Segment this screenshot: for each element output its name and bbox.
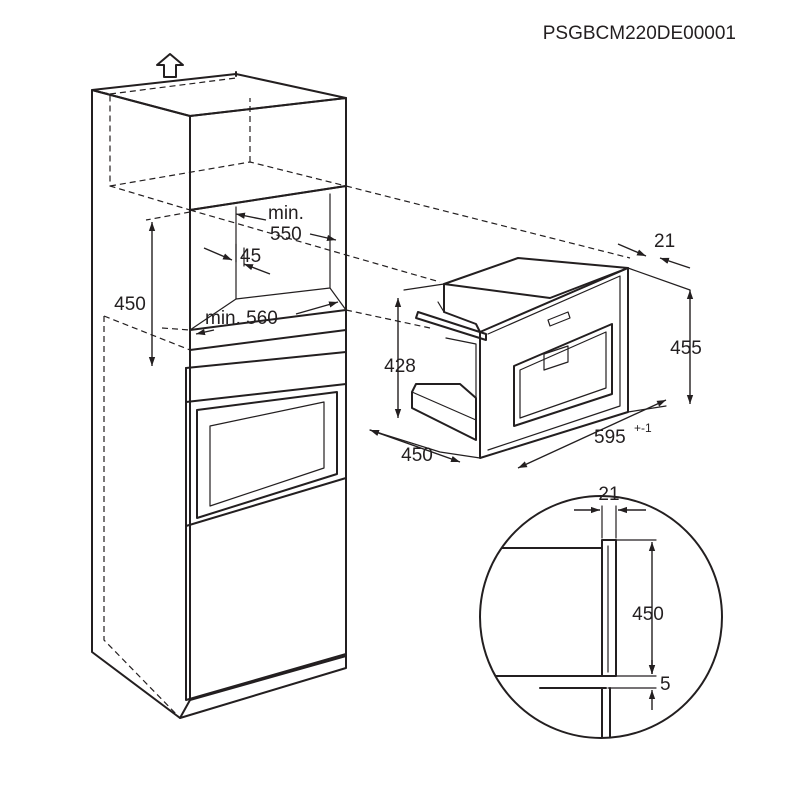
dim-line-595 bbox=[517, 399, 667, 469]
dim-detail-frame-depth: 21 bbox=[598, 484, 619, 505]
dim-line-550-left bbox=[235, 212, 267, 221]
dim-line-45-right bbox=[243, 263, 271, 275]
dim-niche-width-min: min. bbox=[268, 203, 304, 224]
dim-side-offset: 45 bbox=[240, 246, 261, 267]
dim-line-550-right bbox=[309, 233, 337, 242]
dim-appliance-width: 595 bbox=[594, 427, 626, 448]
dim-line-450-depth bbox=[369, 429, 461, 463]
dim-appliance-depth: 450 bbox=[401, 445, 433, 466]
dim-detail-gap: 5 bbox=[660, 674, 671, 695]
dim-line-21-top-right bbox=[659, 257, 691, 269]
dim-line-45-left bbox=[203, 247, 233, 261]
drawing-code: PSGBCM220DE00001 bbox=[543, 23, 736, 44]
tall-cabinet bbox=[91, 71, 631, 719]
up-arrow-icon bbox=[156, 53, 184, 78]
dim-appliance-body-height: 428 bbox=[384, 356, 416, 377]
dim-line-21-top-left bbox=[617, 243, 647, 257]
dim-line-560-right bbox=[295, 301, 339, 315]
detail-view bbox=[479, 495, 723, 739]
dim-detail-height: 450 bbox=[632, 604, 664, 625]
dim-appliance-height: 455 bbox=[670, 338, 702, 359]
dim-appliance-width-tolerance: +-1 bbox=[634, 421, 652, 435]
dim-frame-depth: 21 bbox=[654, 231, 675, 252]
dim-line-560-left bbox=[195, 328, 215, 336]
dim-niche-width-value: 550 bbox=[270, 224, 302, 245]
dim-cabinet-height: 450 bbox=[114, 294, 146, 315]
dim-niche-depth: min. 560 bbox=[205, 308, 278, 329]
